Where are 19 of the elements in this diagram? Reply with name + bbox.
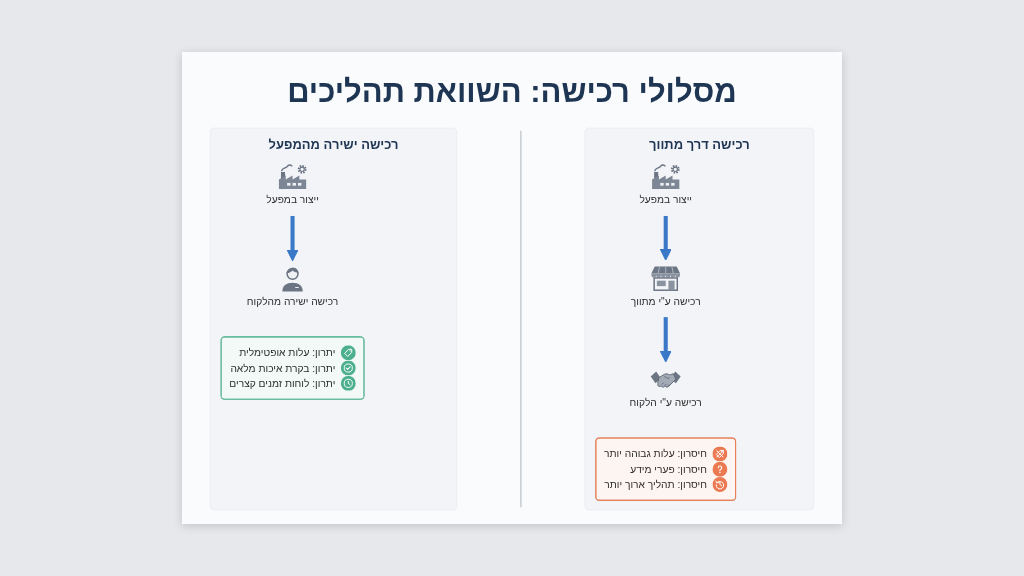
arrow (286, 215, 299, 262)
column-heading: רכישה דרך מתווך (649, 136, 750, 152)
list-item-text: חיסרון: תהליך ארוך יותר (604, 477, 707, 492)
arrow (659, 215, 672, 261)
arrow (659, 317, 672, 363)
step-label: ייצור במפעל (266, 193, 319, 206)
step-label: רכישה ע"י הלקוח (629, 396, 702, 409)
step-label: ייצור במפעל (639, 193, 692, 206)
list-item-text: יתרון: לוחות זמנים קצרים (229, 376, 336, 391)
list-item-text: חיסרון: עלות גבוהה יותר (604, 446, 707, 462)
list-item-text: חיסרון: פערי מידע (630, 461, 707, 477)
cluster (209, 127, 458, 511)
list-item-text: יתרון: בקרת איכות מלאה (230, 360, 336, 376)
step-label: רכישה ישירה מהלקוח (246, 295, 339, 308)
step-label: רכישה ע"י מתווך (630, 295, 701, 307)
column-heading: רכישה ישירה מהמפעל (268, 136, 399, 152)
cluster (584, 127, 815, 511)
title: מסלולי רכישה: השוואת תהליכים (286, 73, 738, 111)
list-item-text: יתרון: עלות אופטימלית (239, 345, 336, 360)
